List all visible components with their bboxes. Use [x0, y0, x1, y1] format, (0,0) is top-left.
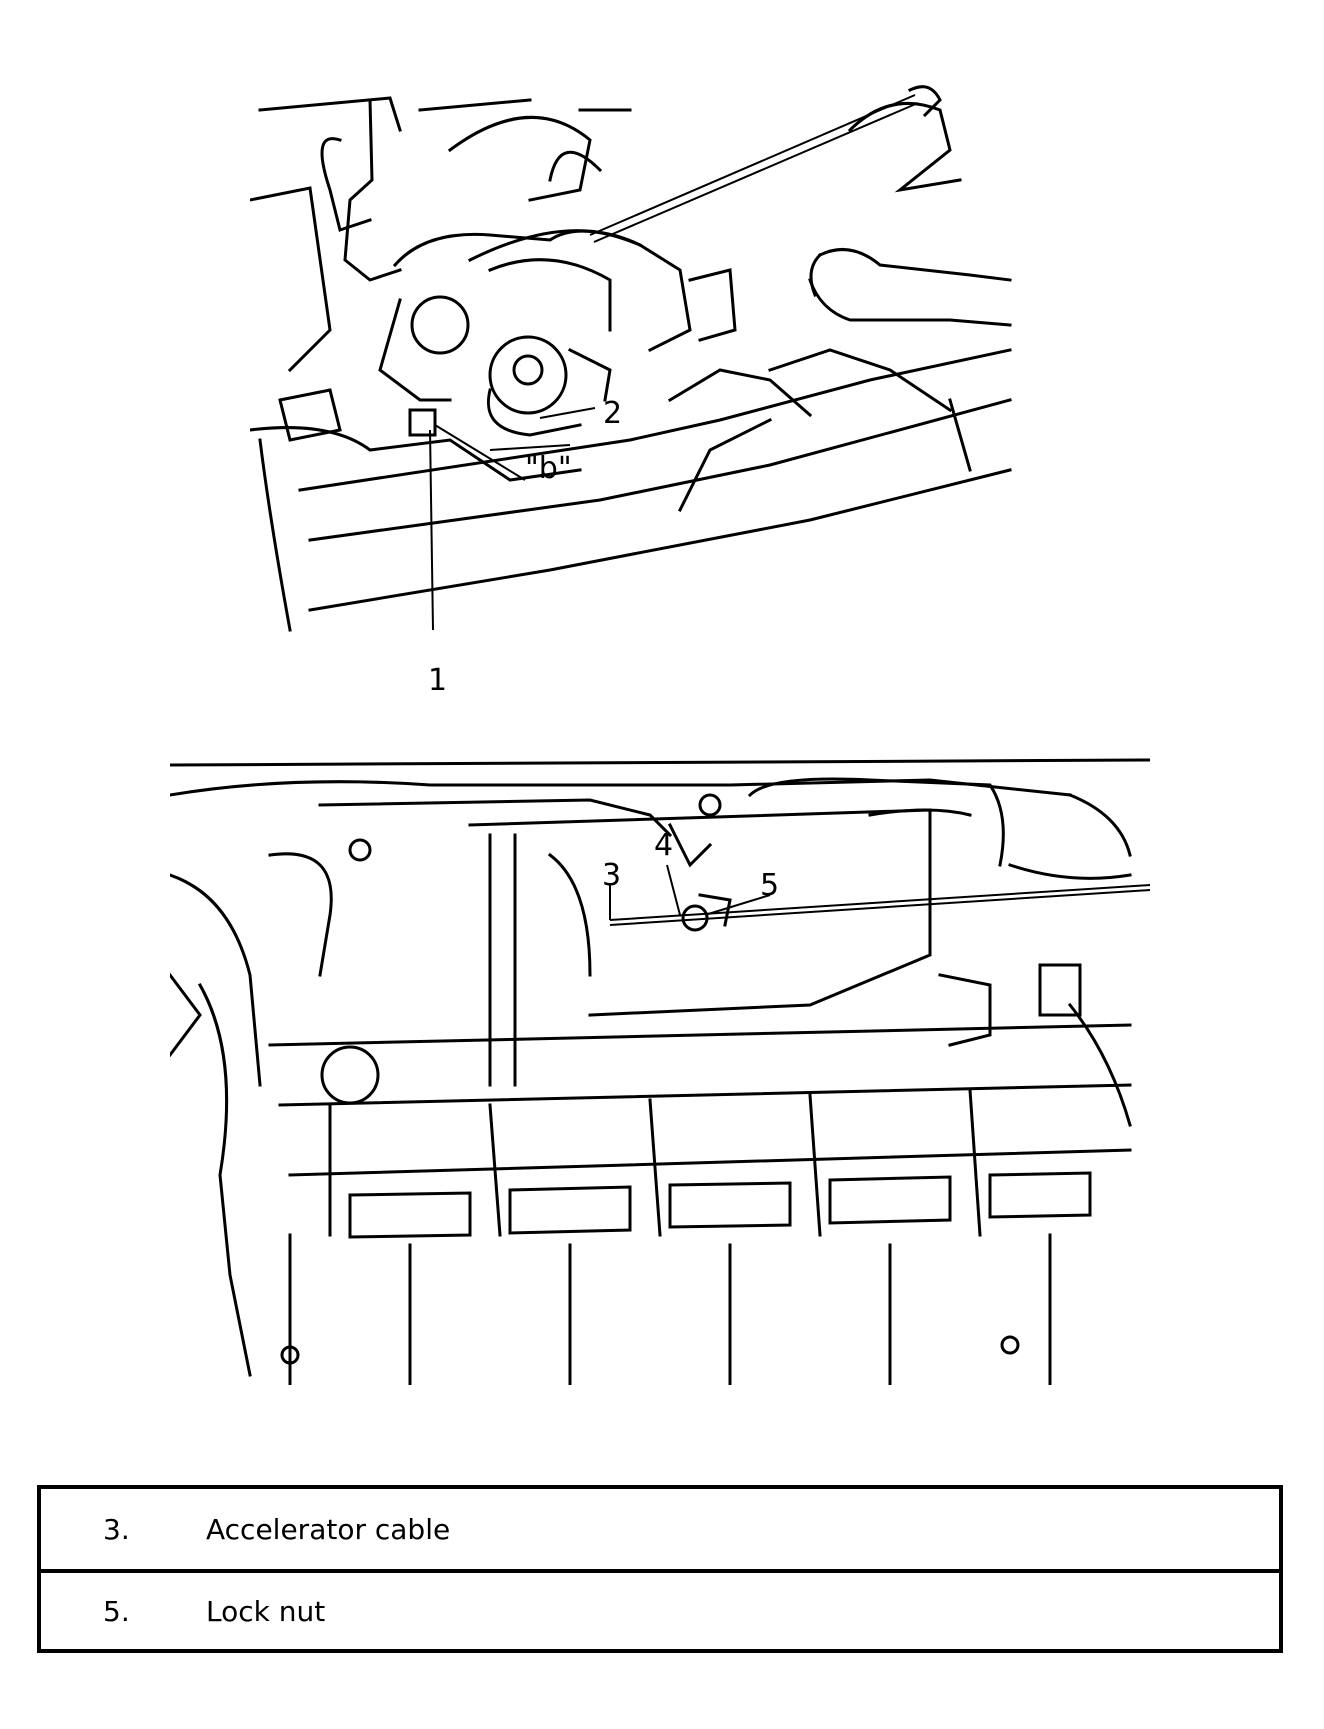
callout-2: 2	[603, 396, 622, 431]
callout-b: "b"	[525, 451, 572, 486]
callout-5: 5	[760, 868, 779, 903]
legend-number: 5.	[103, 1594, 130, 1628]
legend-number: 3.	[103, 1512, 130, 1546]
legend-label: Lock nut	[206, 1594, 326, 1628]
engine-bay-drawing: 3 4 5	[170, 758, 1150, 1385]
legend-table: 3. Accelerator cable 5. Lock nut	[37, 1485, 1283, 1653]
legend-row: 5. Lock nut	[41, 1569, 1279, 1649]
callout-1: 1	[428, 663, 447, 698]
callout-3: 3	[602, 858, 621, 893]
throttle-lever-drawing: 1 2 "b"	[250, 85, 1012, 698]
callout-4: 4	[654, 828, 673, 863]
engine-bay-illustration: 3 4 5	[170, 755, 1150, 1385]
legend-label: Accelerator cable	[206, 1512, 451, 1546]
throttle-lever-illustration: 1 2 "b"	[250, 70, 1070, 710]
legend-row: 3. Accelerator cable	[41, 1489, 1279, 1569]
